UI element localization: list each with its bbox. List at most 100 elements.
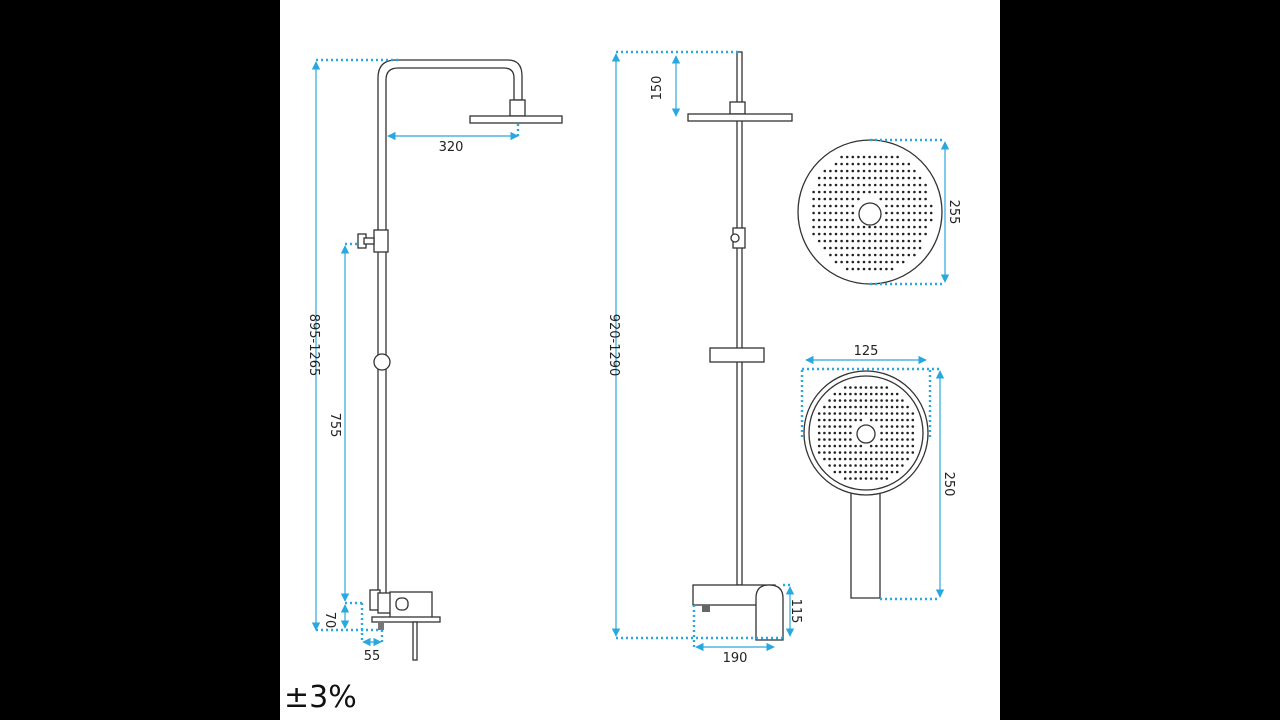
nozzle-dot bbox=[829, 190, 832, 194]
nozzle-dot bbox=[906, 405, 909, 409]
nozzle-dot bbox=[833, 464, 837, 467]
nozzle-dot bbox=[895, 425, 899, 428]
nozzle-dot bbox=[862, 183, 866, 187]
nozzle-dot bbox=[859, 464, 863, 467]
nozzle-dot bbox=[869, 405, 873, 409]
nozzle-dot bbox=[918, 183, 922, 187]
nozzle-dot bbox=[834, 260, 838, 264]
nozzle-dot bbox=[859, 386, 863, 389]
nozzle-dot bbox=[868, 176, 871, 180]
nozzle-dot bbox=[890, 253, 894, 257]
nozzle-dot bbox=[845, 197, 849, 201]
nozzle-dot bbox=[864, 470, 868, 474]
nozzle-dot bbox=[857, 176, 860, 180]
nozzle-dot bbox=[840, 260, 843, 264]
nozzle-dot bbox=[906, 431, 909, 435]
nozzle-dot bbox=[890, 457, 894, 461]
nozzle-dot bbox=[885, 457, 889, 461]
nozzle-dot bbox=[890, 392, 894, 396]
nozzle-dot bbox=[906, 418, 909, 422]
nozzle-dot bbox=[890, 418, 894, 422]
nozzle-dot bbox=[868, 267, 871, 271]
nozzle-dot bbox=[834, 183, 838, 187]
nozzle-dot bbox=[840, 190, 843, 194]
nozzle-dot bbox=[833, 392, 837, 396]
nozzle-dot bbox=[851, 204, 855, 208]
nozzle-dot bbox=[851, 239, 855, 243]
nozzle-dot bbox=[869, 451, 873, 454]
nozzle-dot bbox=[875, 464, 878, 467]
nozzle-dot bbox=[879, 183, 883, 187]
nozzle-dot bbox=[885, 225, 888, 229]
nozzle-dot bbox=[859, 457, 863, 461]
nozzle-dot bbox=[840, 218, 843, 222]
nozzle-dot bbox=[869, 444, 873, 448]
nozzle-dot bbox=[873, 162, 877, 166]
nozzle-dot bbox=[885, 464, 889, 467]
nozzle-dot bbox=[880, 457, 883, 461]
nozzle-dot bbox=[895, 418, 899, 422]
nozzle-dot bbox=[911, 438, 915, 441]
nozzle-dot bbox=[885, 197, 888, 201]
nozzle-dot bbox=[829, 218, 832, 222]
nozzle-dot bbox=[851, 260, 855, 264]
nozzle-dot bbox=[849, 438, 852, 441]
nozzle-dot bbox=[869, 392, 873, 396]
hand-shower-nozzles bbox=[817, 386, 915, 480]
nozzle-dot bbox=[851, 232, 855, 236]
nozzle-dot bbox=[829, 253, 832, 257]
nozzle-dot bbox=[812, 190, 815, 194]
nozzle-dot bbox=[880, 405, 883, 409]
nozzle-dot bbox=[817, 239, 821, 243]
nozzle-dot bbox=[851, 211, 855, 215]
nozzle-dot bbox=[873, 176, 877, 180]
nozzle-dot bbox=[857, 267, 860, 271]
nozzle-dot bbox=[843, 418, 847, 422]
side-rain-head bbox=[469, 115, 563, 124]
nozzle-dot bbox=[901, 431, 904, 435]
nozzle-dot bbox=[896, 246, 899, 250]
nozzle-dot bbox=[879, 232, 883, 236]
nozzle-dot bbox=[834, 239, 838, 243]
nozzle-dot bbox=[918, 190, 922, 194]
nozzle-dot bbox=[859, 451, 863, 454]
nozzle-dot bbox=[817, 425, 821, 428]
nozzle-dot bbox=[862, 155, 866, 159]
nozzle-dot bbox=[907, 225, 911, 229]
nozzle-dot bbox=[849, 470, 852, 474]
nozzle-dot bbox=[913, 190, 916, 194]
nozzle-dot bbox=[895, 412, 899, 415]
nozzle-dot bbox=[862, 267, 866, 271]
nozzle-dot bbox=[885, 253, 888, 257]
nozzle-dot bbox=[907, 253, 911, 257]
dim-diverter-height: 755 bbox=[327, 413, 342, 438]
nozzle-dot bbox=[924, 225, 927, 229]
nozzle-dot bbox=[869, 477, 873, 480]
nozzle-dot bbox=[913, 183, 916, 187]
nozzle-dot bbox=[862, 162, 866, 166]
nozzle-dot bbox=[896, 239, 899, 243]
nozzle-dot bbox=[901, 457, 904, 461]
rain-head-center bbox=[858, 202, 882, 226]
nozzle-dot bbox=[823, 169, 827, 173]
nozzle-dot bbox=[868, 232, 871, 236]
nozzle-dot bbox=[875, 457, 878, 461]
nozzle-dot bbox=[833, 425, 837, 428]
nozzle-dot bbox=[829, 211, 832, 215]
nozzle-dot bbox=[829, 197, 832, 201]
nozzle-dot bbox=[851, 155, 855, 159]
nozzle-dot bbox=[833, 457, 837, 461]
nozzle-dot bbox=[862, 190, 866, 194]
nozzle-dot bbox=[913, 197, 916, 201]
nozzle-dot bbox=[843, 477, 847, 480]
nozzle-dot bbox=[907, 190, 911, 194]
nozzle-dot bbox=[890, 451, 894, 454]
nozzle-dot bbox=[828, 457, 831, 461]
nozzle-dot bbox=[890, 246, 894, 250]
front-handshower-holder bbox=[709, 347, 765, 363]
nozzle-dot bbox=[913, 253, 916, 257]
nozzle-dot bbox=[845, 225, 849, 229]
nozzle-dot bbox=[901, 204, 905, 208]
nozzle-dot bbox=[879, 162, 883, 166]
